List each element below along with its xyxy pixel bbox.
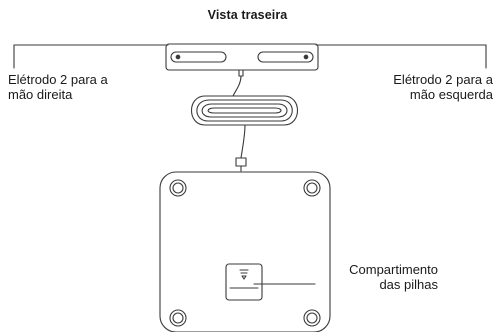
electrode-screw-left [175, 54, 181, 60]
cable-coil-mid [196, 99, 293, 122]
label-battery-line1: Compartimento [349, 262, 438, 277]
cable-coil-inner [201, 103, 288, 118]
electrode-bar [165, 43, 319, 77]
label-battery-line2: das pilhas [379, 277, 438, 292]
electrode-bar-body [165, 43, 319, 71]
label-electrode-left-line2: mão esquerda [409, 87, 493, 102]
label-battery-compartment: Compartimento das pilhas [349, 262, 438, 292]
cable [191, 75, 298, 172]
label-electrode-left-line1: Elétrodo 2 para a [393, 72, 493, 87]
scale-outline [159, 171, 331, 332]
electrode-cable-connector [238, 69, 244, 77]
cable-coil-core [207, 107, 282, 114]
foot-bottom-left [169, 309, 187, 327]
foot-top-right-inner [306, 182, 318, 194]
electrode-slot-right-hand [170, 51, 227, 63]
electrode-screw-right [303, 54, 309, 60]
arrow-down-icon [239, 269, 249, 280]
diagram-title: Vista traseira [207, 8, 288, 22]
electrode-slot-left-hand [257, 51, 314, 63]
cable-upper-segment [232, 75, 242, 97]
label-electrode-left-hand: Elétrodo 2 para a mão esquerda [393, 72, 493, 102]
label-electrode-right-line2: mão direita [8, 87, 73, 102]
foot-top-right [303, 179, 321, 197]
battery-compartment [225, 263, 263, 301]
cable-lower-segment [240, 124, 246, 159]
label-electrode-right-line1: Elétrodo 2 para a [8, 72, 108, 87]
foot-top-left [169, 179, 187, 197]
foot-bottom-left-inner [172, 312, 184, 324]
foot-bottom-right [303, 309, 321, 327]
foot-top-left-inner [172, 182, 184, 194]
label-electrode-right-hand: Elétrodo 2 para a mão direita [8, 72, 108, 102]
cable-plug [235, 157, 247, 167]
foot-bottom-right-inner [306, 312, 318, 324]
scale-body [159, 171, 331, 332]
